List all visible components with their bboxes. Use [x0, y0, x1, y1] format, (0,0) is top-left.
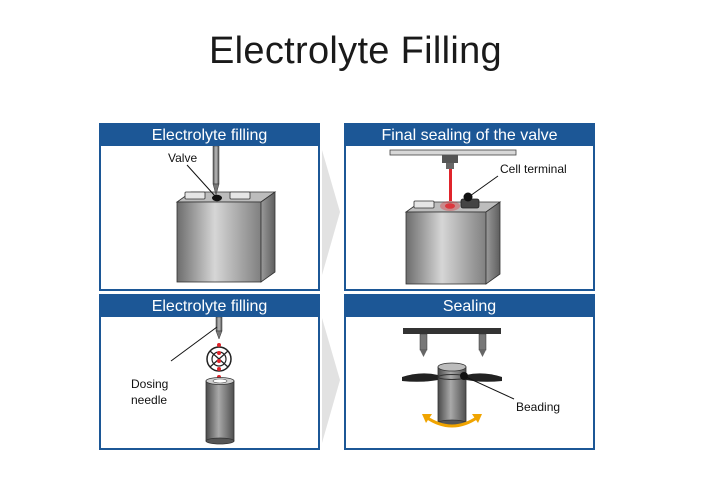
- dosing-needle-tip: [215, 330, 223, 340]
- cell-front-face: [176, 201, 262, 283]
- cylindrical-cell-body: [205, 380, 235, 442]
- cylindrical-filling-illustration: Dosing needle: [131, 317, 235, 445]
- fixture-post-right: [478, 333, 487, 351]
- chevron-right-icon: [322, 150, 340, 275]
- laser-beam: [449, 169, 452, 201]
- needle-tip: [212, 183, 220, 196]
- panel-sealing: Sealing Beading: [344, 294, 595, 450]
- panel-electrolyte-filling-cylindrical: Electrolyte filling Dosing needle: [99, 294, 320, 450]
- cell-terminal-label: Cell terminal: [500, 162, 567, 176]
- panel-electrolyte-filling-prismatic: Electrolyte filling V: [99, 123, 320, 291]
- panel-header: Final sealing of the valve: [346, 125, 593, 146]
- chevron-right-icon: [322, 318, 340, 443]
- terminal-knob: [463, 192, 473, 202]
- valve-sealing-illustration: Cell terminal: [389, 149, 567, 285]
- roller-arm-left: [402, 373, 438, 382]
- laser-rail: [389, 149, 517, 156]
- cylindrical-cell-body: [437, 366, 467, 424]
- terminal-left: [184, 191, 206, 200]
- terminal-left: [413, 200, 435, 209]
- panel-final-sealing: Final sealing of the valve Cell terminal: [344, 123, 595, 291]
- panel-header: Electrolyte filling: [101, 296, 318, 317]
- droplet: [217, 359, 221, 363]
- terminal-right: [229, 191, 251, 200]
- cell-side-face: [485, 201, 501, 285]
- panel-header: Electrolyte filling: [101, 125, 318, 146]
- droplet: [217, 343, 221, 347]
- page-title: Electrolyte Filling: [209, 30, 502, 72]
- beading-point: [460, 372, 468, 380]
- valve-label: Valve: [168, 151, 197, 165]
- dosing-needle-leader-line: [170, 326, 218, 362]
- cell-side-face: [260, 191, 276, 283]
- beading-sealing-illustration: Beading: [402, 328, 560, 428]
- weld-spot: [445, 203, 455, 209]
- panel-header: Sealing: [346, 296, 593, 317]
- beading-leader-line: [465, 376, 515, 400]
- roller-arm-right: [466, 373, 502, 382]
- laser-nozzle: [446, 163, 454, 169]
- beading-label: Beading: [516, 400, 560, 414]
- droplet: [217, 351, 221, 355]
- cylindrical-cell-top: [437, 362, 467, 372]
- fixture-bar: [403, 328, 501, 334]
- laser-head: [442, 155, 458, 163]
- rotation-arrow-icon: [425, 415, 479, 428]
- dosing-needle-label-line1: Dosing: [131, 377, 168, 391]
- valve-leader-line: [186, 164, 216, 197]
- needle-body: [212, 146, 220, 185]
- cell-terminal-leader-line: [469, 175, 499, 197]
- valve-icon: [212, 194, 222, 202]
- dosing-needle-label-line2: needle: [131, 393, 167, 407]
- fixture-post-left: [419, 333, 428, 351]
- droplet: [217, 367, 221, 371]
- dosing-needle-body: [215, 317, 223, 332]
- prismatic-filling-illustration: Valve: [168, 146, 277, 283]
- cell-front-face: [405, 211, 487, 285]
